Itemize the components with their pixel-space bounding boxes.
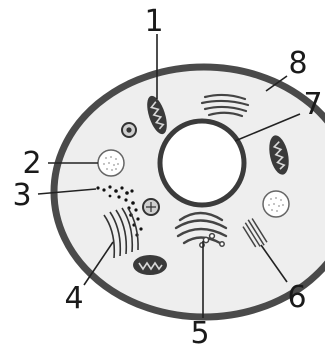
label-8: 8: [288, 46, 307, 81]
label-1: 1: [144, 4, 163, 39]
label-3: 3: [12, 178, 31, 213]
vacuole-icon: [98, 150, 124, 176]
label-6: 6: [287, 280, 306, 315]
mitochondrion-icon: [133, 255, 167, 275]
nucleus: [160, 121, 244, 205]
label-4: 4: [64, 281, 83, 316]
small-organelle-icon: [122, 123, 136, 137]
vacuole-icon: [263, 191, 289, 217]
label-7: 7: [303, 87, 322, 122]
label-2: 2: [22, 146, 41, 181]
small-organelle-icon: [143, 199, 159, 215]
label-5: 5: [190, 316, 209, 350]
